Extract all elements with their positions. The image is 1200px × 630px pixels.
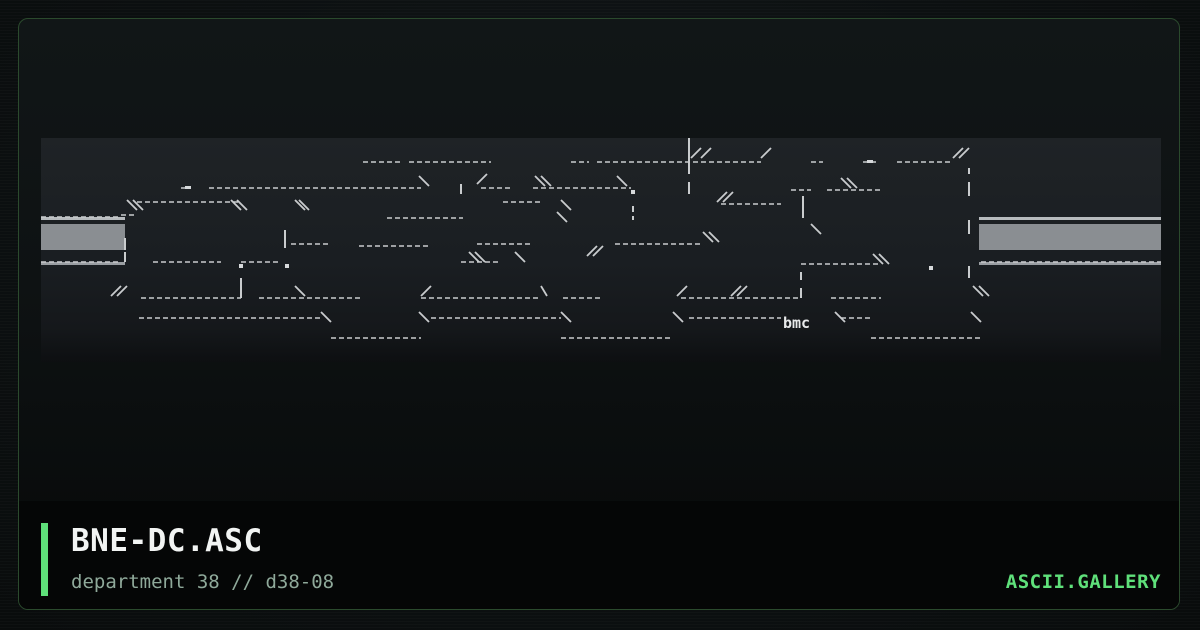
ascii-slashes xyxy=(110,147,990,323)
artist-signature: bmc xyxy=(783,314,810,332)
ascii-strokes xyxy=(41,161,1161,339)
left-side-bar xyxy=(41,224,125,250)
file-subtitle: department 38 // d38-08 xyxy=(71,571,335,593)
ascii-art-image: bmc xyxy=(41,138,1161,362)
card-footer: BNE-DC.ASC department 38 // d38-08 ASCII… xyxy=(19,501,1179,609)
card-frame: bmc BNE-DC.ASC department 38 // d38-08 A… xyxy=(18,18,1180,610)
accent-bar xyxy=(41,523,48,596)
ascii-pipes xyxy=(124,138,970,298)
site-brand[interactable]: ASCII.GALLERY xyxy=(1005,571,1161,593)
right-side-bar xyxy=(979,224,1161,250)
file-title: BNE-DC.ASC xyxy=(71,523,263,559)
ascii-dots xyxy=(185,160,933,270)
ascii-art-drawing: bmc xyxy=(41,138,1161,339)
